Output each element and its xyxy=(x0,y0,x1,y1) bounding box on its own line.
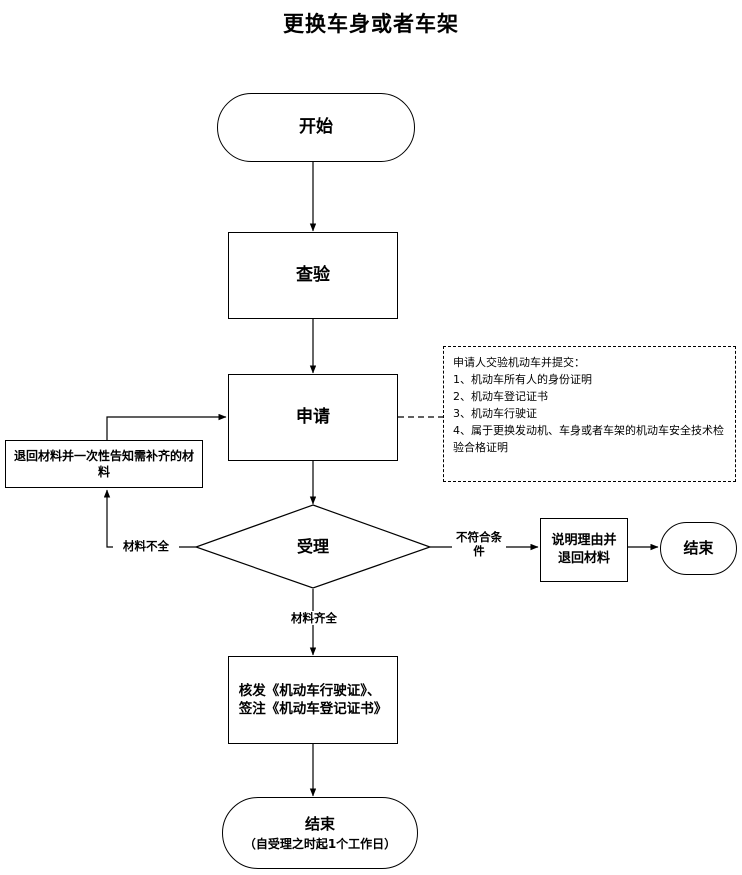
node-issue[interactable]: 核发《机动车行驶证》、 签注《机动车登记证书》 xyxy=(228,656,398,744)
edge-label-incomplete-materials: 材料不全 xyxy=(113,539,179,554)
page-title: 更换车身或者车架 xyxy=(283,12,459,36)
node-explain-return[interactable]: 说明理由并 退回材料 xyxy=(540,518,628,582)
edge-label-not-qualified: 不符合条 件 xyxy=(452,530,506,559)
node-inspect-label: 查验 xyxy=(296,265,330,286)
node-issue-label: 核发《机动车行驶证》、 签注《机动车登记证书》 xyxy=(238,682,388,717)
edge-label-complete-materials: 材料齐全 xyxy=(279,611,349,626)
decision-diamond-shape[interactable] xyxy=(194,504,432,589)
node-inspect[interactable]: 查验 xyxy=(228,232,398,319)
node-explain-return-label: 说明理由并 退回材料 xyxy=(551,533,617,566)
node-apply[interactable]: 申请 xyxy=(228,374,398,461)
node-start-label: 开始 xyxy=(299,117,333,138)
node-return-materials-label: 退回材料并一次性告知需补齐的材料 xyxy=(13,448,194,479)
node-end-bottom-sublabel: （自受理之时起1个工作日） xyxy=(243,836,397,851)
node-return-materials[interactable]: 退回材料并一次性告知需补齐的材料 xyxy=(5,440,203,488)
note-box-text: 申请人交验机动车并提交： 1、机动车所有人的身份证明 2、机动车登记证书 3、机… xyxy=(453,356,724,455)
node-end-bottom[interactable]: 结束 （自受理之时起1个工作日） xyxy=(222,797,418,869)
node-end-right-label: 结束 xyxy=(683,539,714,558)
note-box: 申请人交验机动车并提交： 1、机动车所有人的身份证明 2、机动车登记证书 3、机… xyxy=(443,346,736,482)
node-apply-label: 申请 xyxy=(296,407,330,428)
edge-return-materials-to-apply xyxy=(106,413,227,440)
node-start[interactable]: 开始 xyxy=(217,93,415,162)
node-end-right[interactable]: 结束 xyxy=(660,522,737,575)
node-end-bottom-label: 结束 xyxy=(304,815,335,834)
